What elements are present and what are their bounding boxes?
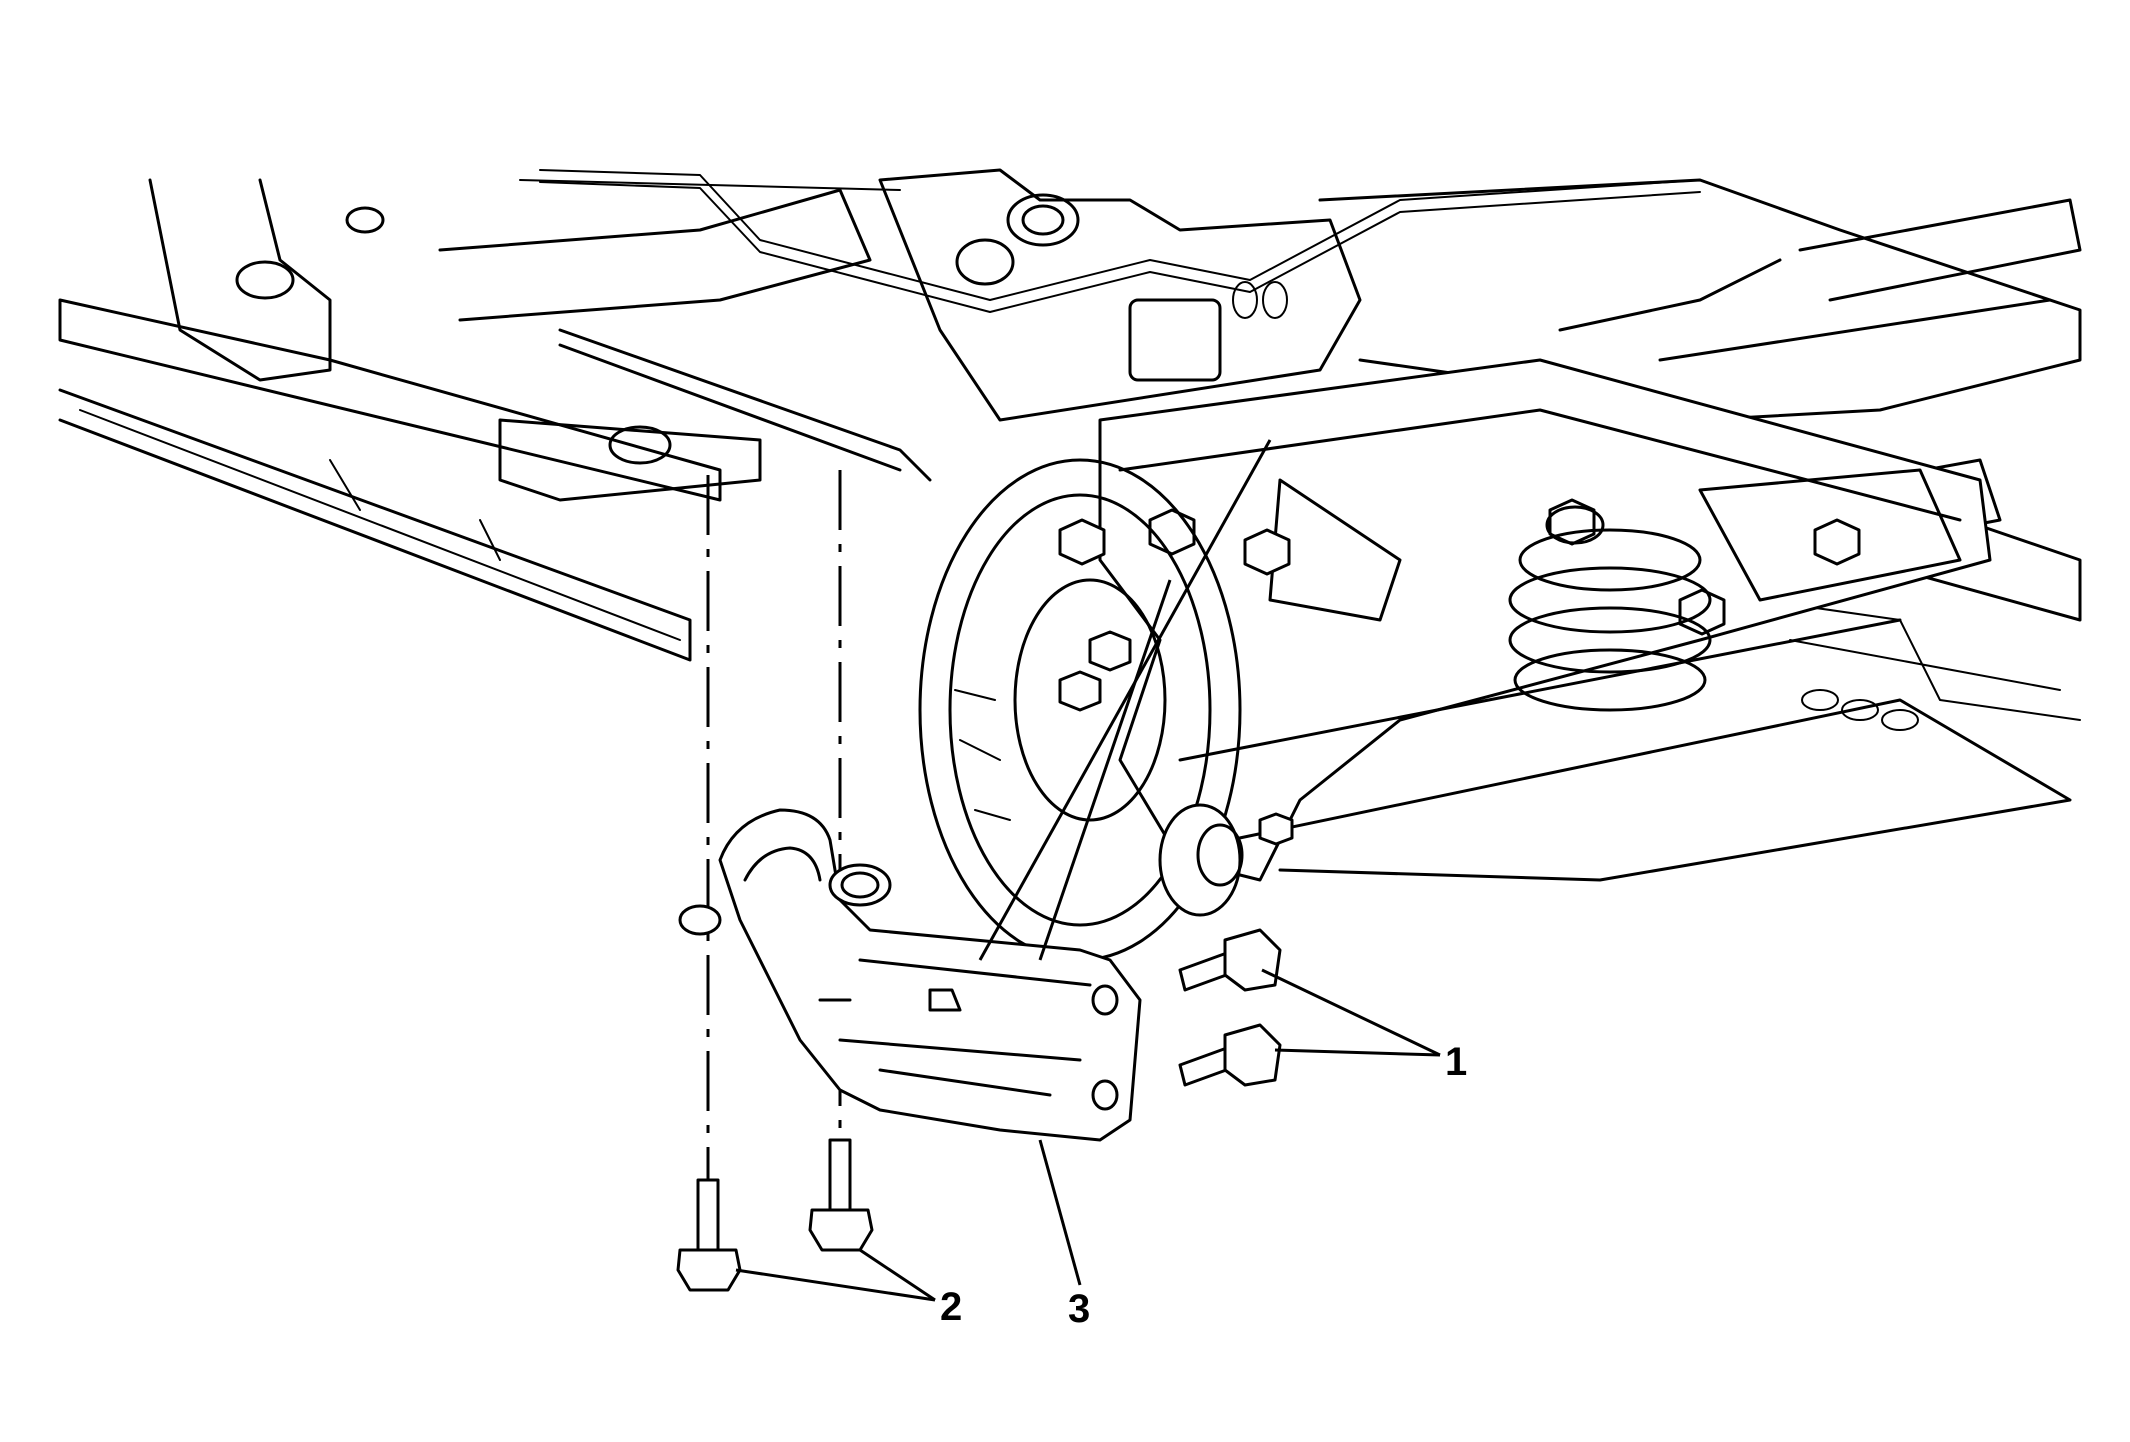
bolt-icon — [1178, 928, 1282, 1087]
callout-1-label: 1 — [1445, 1040, 1467, 1084]
coil-spring — [1508, 505, 1712, 712]
vehicle-underbody — [58, 168, 2082, 731]
callout-3-label: 3 — [1068, 1287, 1090, 1331]
rear-crossmember — [1058, 358, 2072, 882]
brake-rotor — [918, 458, 1294, 962]
leader-lines — [735, 439, 1441, 1302]
upper-control-arm — [678, 808, 1142, 1142]
installation-axis-lines — [706, 470, 842, 1190]
bolt-icon — [676, 1138, 874, 1292]
callout-2-label: 2 — [940, 1285, 962, 1329]
